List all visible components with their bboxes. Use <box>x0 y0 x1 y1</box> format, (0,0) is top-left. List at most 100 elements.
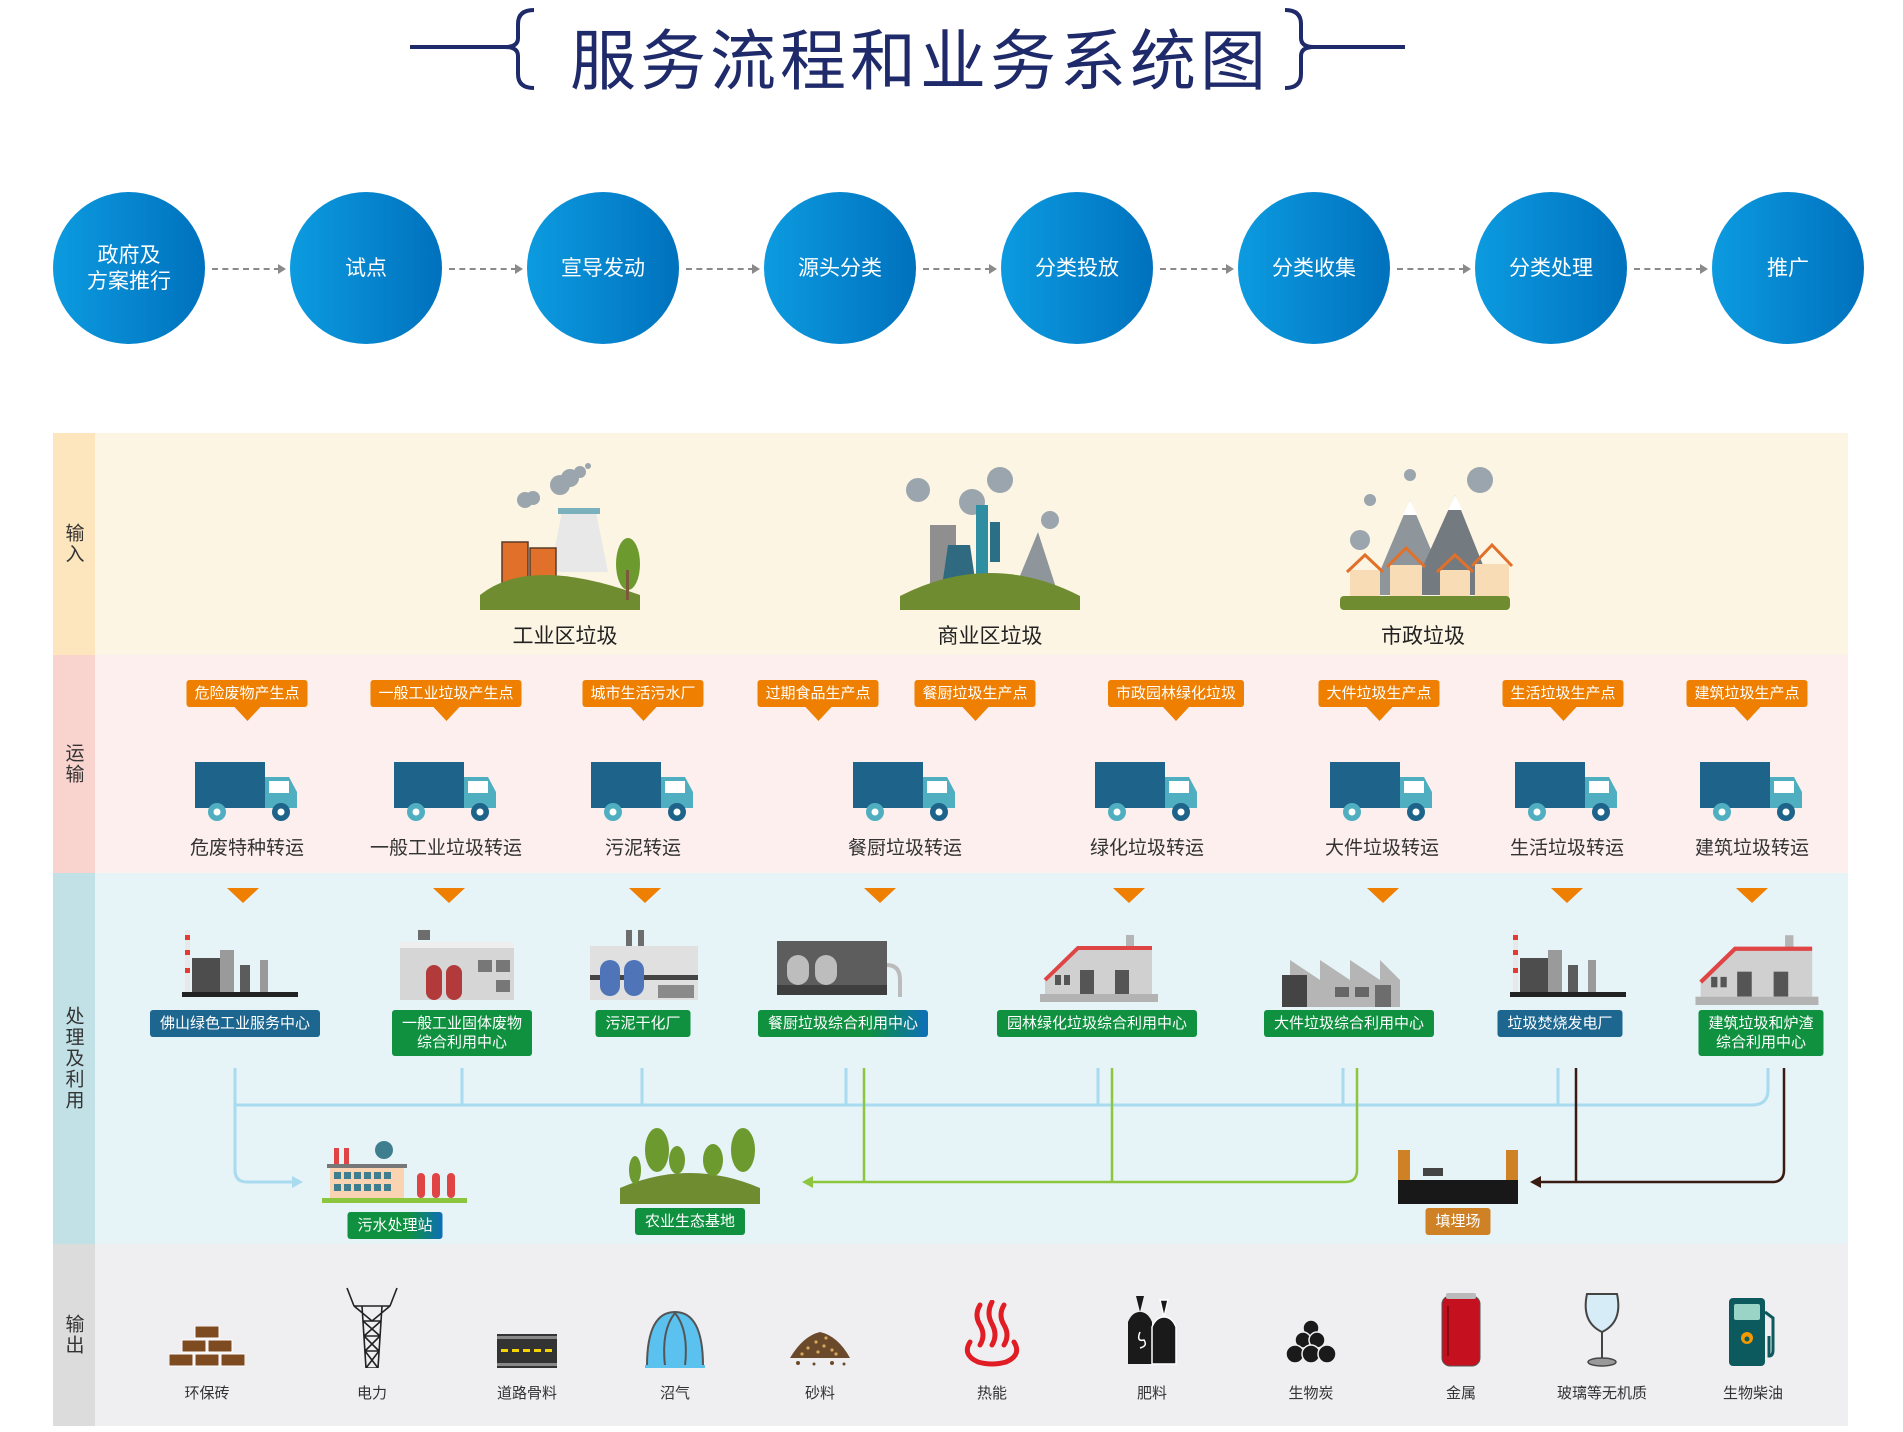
output-product-label: 道路骨料 <box>496 1384 557 1402</box>
facility-label: 污泥干化厂 <box>595 1010 691 1037</box>
process-step-label: 政府及 方案推行 <box>87 243 171 293</box>
output-product: 电力 <box>302 1278 442 1403</box>
output-product-label: 生物炭 <box>1288 1384 1334 1402</box>
down-arrow-icon <box>629 888 661 903</box>
solid-waste-center-icon <box>400 930 514 1000</box>
section-label-text: 运输 <box>62 743 85 785</box>
truck-icon <box>1700 762 1804 824</box>
truck-icon <box>1515 762 1619 824</box>
output-product: 道路骨料 <box>457 1278 597 1403</box>
process-step: 分类处理 <box>1475 192 1627 344</box>
output-section: 输出 <box>53 1244 1848 1426</box>
blue-connector <box>233 1068 1770 1184</box>
collection-point-tag: 一般工业垃圾产生点 <box>370 680 522 721</box>
collection-point-tag: 餐厨垃圾生产点 <box>914 680 1036 721</box>
industrial-zone-icon <box>480 463 640 610</box>
green-waste-center-icon <box>1040 935 1158 1002</box>
input-source-label: 商业区垃圾 <box>937 624 1043 648</box>
facility-label: 园林绿化垃圾综合利用中心 <box>996 1010 1198 1037</box>
collection-point-tag: 城市生活污水厂 <box>582 680 704 721</box>
flow-arrow <box>1397 264 1471 274</box>
transport-label: 生活垃圾转运 <box>1509 837 1625 859</box>
biochar-icon <box>1241 1278 1381 1368</box>
process-step: 宣导发动 <box>527 192 679 344</box>
flow-arrow <box>449 264 523 274</box>
wine-glass-icon <box>1532 1278 1672 1368</box>
down-arrow-icon <box>1551 888 1583 903</box>
input-section: 输入 <box>53 433 1848 655</box>
process-step-label: 分类投放 <box>1035 256 1119 280</box>
truck-icon <box>853 762 957 824</box>
collection-point-tag: 大件垃圾生产点 <box>1318 680 1440 721</box>
power-tower-icon <box>302 1278 442 1368</box>
biogas-dome-icon <box>605 1278 745 1368</box>
down-arrow-icon <box>864 888 896 903</box>
process-step: 试点 <box>290 192 442 344</box>
output-product: 环保砖 <box>137 1278 277 1403</box>
transport-label: 一般工业垃圾转运 <box>369 837 523 859</box>
collection-point-tag: 生活垃圾生产点 <box>1502 680 1624 721</box>
flow-arrow <box>1160 264 1234 274</box>
down-arrow-icon <box>1736 888 1768 903</box>
facility-label: 大件垃圾综合利用中心 <box>1263 1010 1435 1037</box>
bulky-waste-center-icon <box>1282 960 1400 1007</box>
output-product: 生物炭 <box>1241 1278 1381 1403</box>
section-label-output: 输出 <box>53 1244 95 1426</box>
kitchen-waste-center-icon <box>777 941 902 997</box>
brick-icon <box>137 1278 277 1368</box>
output-product: 生物柴油 <box>1683 1278 1823 1403</box>
transport-label: 餐厨垃圾转运 <box>847 837 963 859</box>
section-label-input: 输入 <box>53 433 95 655</box>
process-step-label: 试点 <box>345 256 387 280</box>
destination-label: 填埋场 <box>1425 1208 1491 1235</box>
process-step: 分类收集 <box>1238 192 1390 344</box>
output-product-label: 电力 <box>356 1384 387 1402</box>
output-product: 沼气 <box>605 1278 745 1403</box>
green-connector <box>810 1068 1359 1184</box>
input-body <box>95 433 1848 655</box>
process-step-label: 源头分类 <box>798 256 882 280</box>
title-brace-decoration <box>410 8 1405 90</box>
input-source-label: 工业区垃圾 <box>512 624 618 648</box>
process-step-label: 推广 <box>1767 256 1809 280</box>
truck-icon <box>195 762 299 824</box>
transport-label: 危废特种转运 <box>189 837 305 859</box>
page-title: 服务流程和业务系统图 <box>570 23 1270 100</box>
transport-label: 绿化垃圾转运 <box>1089 837 1205 859</box>
process-step: 推广 <box>1712 192 1864 344</box>
collection-point-tag: 建筑垃圾生产点 <box>1686 680 1808 721</box>
facility-label: 餐厨垃圾综合利用中心 <box>757 1010 929 1037</box>
section-label-text: 处理及利用 <box>62 1006 85 1111</box>
output-product: 金属 <box>1391 1278 1531 1403</box>
sand-pile-icon <box>750 1278 890 1368</box>
output-product: 热能 <box>922 1278 1062 1403</box>
collection-point-tag: 市政园林绿化垃圾 <box>1107 680 1245 721</box>
process-step: 分类投放 <box>1001 192 1153 344</box>
metal-can-icon <box>1391 1278 1531 1368</box>
down-arrow-icon <box>227 888 259 903</box>
section-label-text: 输出 <box>62 1314 85 1356</box>
incineration-plant-icon <box>1510 930 1626 997</box>
destination-label: 农业生态基地 <box>634 1208 746 1235</box>
municipal-zone-icon <box>1340 467 1514 610</box>
brown-arrowhead <box>1530 1176 1541 1188</box>
process-step-label: 分类处理 <box>1509 256 1593 280</box>
truck-icon <box>394 762 498 824</box>
fertilizer-bag-icon <box>1082 1278 1222 1368</box>
section-label-text: 输入 <box>62 523 85 565</box>
truck-icon <box>1330 762 1434 824</box>
process-step: 源头分类 <box>764 192 916 344</box>
facility-label: 佛山绿色工业服务中心 <box>149 1010 321 1037</box>
down-arrow-icon <box>1113 888 1145 903</box>
output-product-label: 沼气 <box>659 1384 690 1402</box>
output-product-label: 热能 <box>976 1384 1007 1402</box>
facility-label: 垃圾焚烧发电厂 <box>1497 1010 1623 1037</box>
output-product-label: 玻璃等无机质 <box>1556 1384 1647 1402</box>
output-product-label: 肥料 <box>1136 1384 1167 1402</box>
heat-icon <box>922 1278 1062 1368</box>
landfill-icon <box>1398 1150 1518 1204</box>
collection-point-tag: 危险废物产生点 <box>186 680 308 721</box>
flow-arrow <box>923 264 997 274</box>
output-body <box>95 1244 1848 1426</box>
brown-connector <box>1538 1068 1786 1184</box>
